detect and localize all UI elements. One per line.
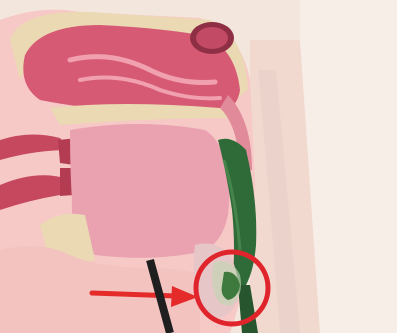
sinus-pocket-inner: [196, 27, 228, 49]
tongue: [70, 124, 229, 258]
